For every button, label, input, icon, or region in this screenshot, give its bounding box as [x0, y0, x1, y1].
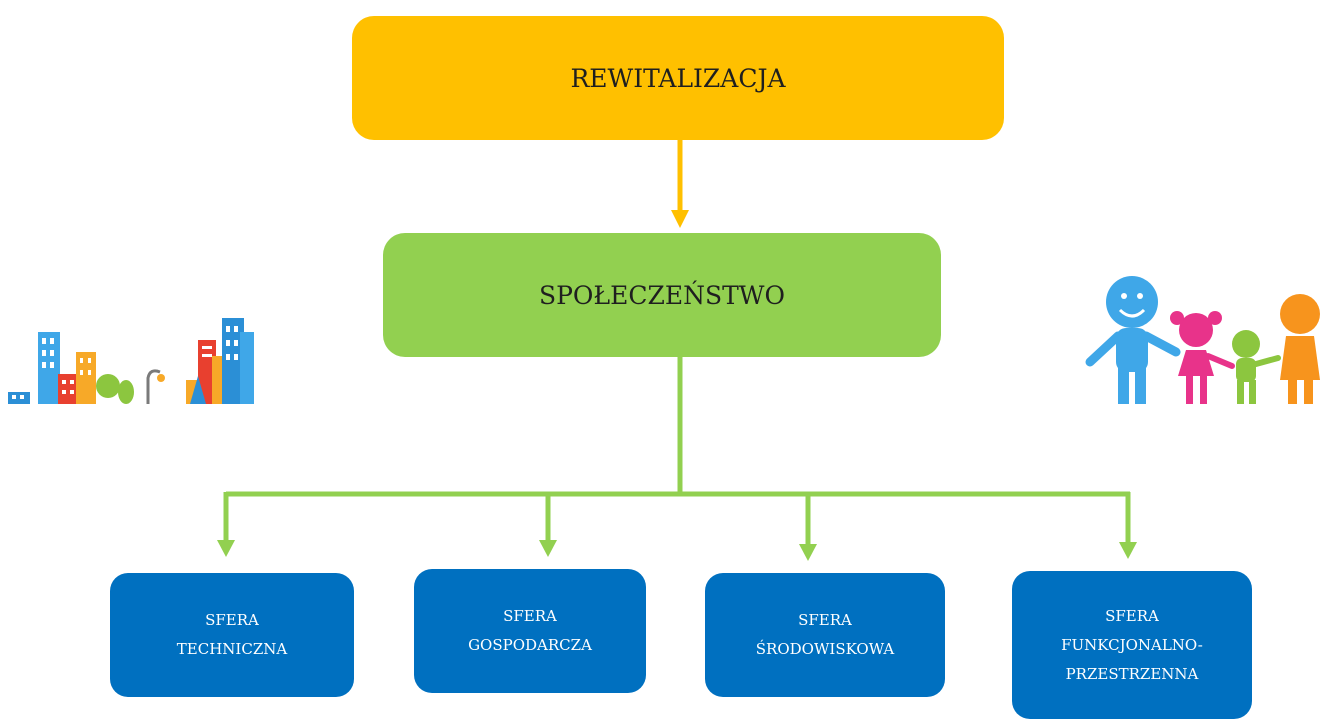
sphere-functional-spatial-box: SFERA FUNKCJONALNO- PRZESTRZENNA: [1012, 571, 1252, 719]
middle-to-spheres-connector: [217, 357, 1137, 561]
sphere-economic-box: SFERA GOSPODARCZA: [414, 569, 646, 693]
sphere-label-line3: PRZESTRZENNA: [1065, 664, 1199, 683]
root-to-middle-arrow: [671, 140, 689, 228]
cartoon-family-illustration: [1085, 276, 1320, 404]
society-box: SPOŁECZEŃSTWO: [383, 233, 941, 357]
city-buildings-illustration: [8, 318, 254, 404]
revitalization-label: REWITALIZACJA: [570, 63, 786, 93]
revitalization-box: REWITALIZACJA: [352, 16, 1004, 140]
society-label: SPOŁECZEŃSTWO: [538, 280, 786, 310]
sphere-label-line2: FUNKCJONALNO-: [1061, 635, 1203, 654]
sphere-environmental-box: SFERA ŚRODOWISKOWA: [705, 573, 945, 697]
sphere-technical-box: SFERA TECHNICZNA: [110, 573, 354, 697]
sphere-label-line1: SFERA: [1105, 606, 1159, 625]
sphere-label-line2: TECHNICZNA: [176, 640, 288, 658]
sphere-label-line2: GOSPODARCZA: [468, 636, 592, 654]
sphere-label-line1: SFERA: [798, 611, 852, 629]
sphere-label-line1: SFERA: [205, 611, 259, 629]
sphere-label-line1: SFERA: [503, 607, 557, 625]
sphere-label-line2: ŚRODOWISKOWA: [755, 640, 895, 658]
